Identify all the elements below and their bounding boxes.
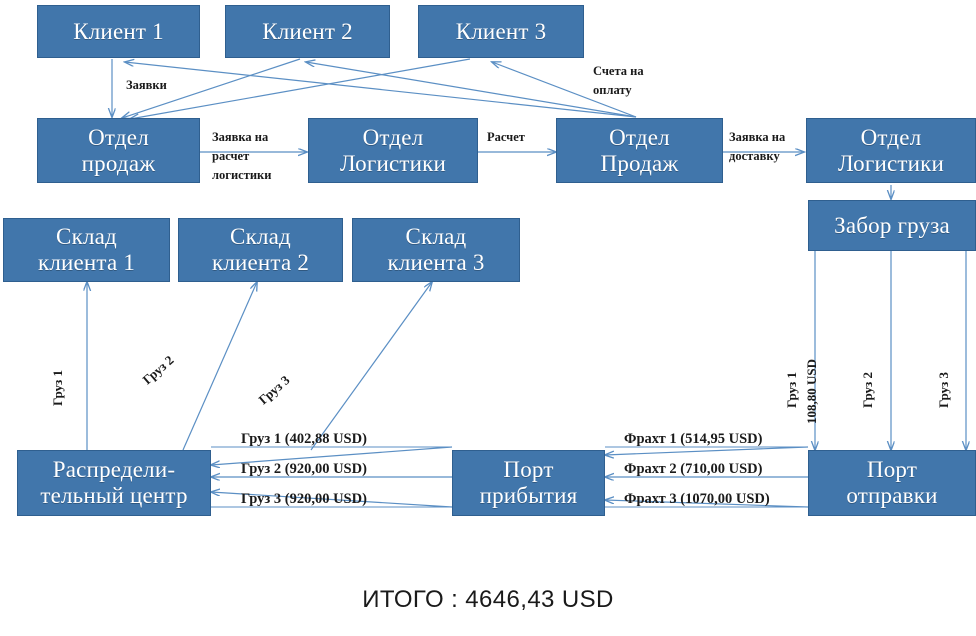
pickup-box[interactable]: Забор груза <box>808 200 976 251</box>
warehouse-label-2: Склад клиента 2 <box>211 224 310 275</box>
port-arrival-label: Порт прибытия <box>479 457 578 508</box>
department-label-logistics-1: Отдел Логистики <box>339 124 447 176</box>
port-arrival-box[interactable]: Порт прибытия <box>452 450 605 516</box>
flow-label-delivery-request: Заявка на доставку <box>729 130 786 163</box>
warehouse-box-1[interactable]: Склад клиента 1 <box>3 218 170 282</box>
port-departure-box[interactable]: Порт отправки <box>808 450 976 516</box>
flow-label-logistics-request: Заявка на расчет логистики <box>212 130 272 182</box>
freight-cost-label-1: Фрахт 1 (514,95 USD) <box>624 431 763 447</box>
warehouse-box-2[interactable]: Склад клиента 2 <box>178 218 343 282</box>
freight-cost-label-2: Фрахт 2 (710,00 USD) <box>624 461 763 477</box>
warehouse-box-3[interactable]: Склад клиента 3 <box>352 218 520 282</box>
department-label-logistics-2: Отдел Логистики <box>837 124 945 176</box>
client-label-2: Клиент 2 <box>262 18 353 44</box>
department-label-sales-2: Отдел Продаж <box>600 124 679 176</box>
port-departure-label: Порт отправки <box>846 457 938 508</box>
freight-cost-label-3: Фрахт 3 (1070,00 USD) <box>624 491 770 507</box>
client-box-1[interactable]: Клиент 1 <box>37 5 200 58</box>
pickup-leg-label-3: Груз 3 <box>936 372 951 408</box>
client-label-1: Клиент 1 <box>73 18 164 44</box>
client-label-3: Клиент 3 <box>455 18 547 44</box>
distribution-center-label: Распредели- тельный центр <box>40 457 188 508</box>
department-box-logistics-1[interactable]: Отдел Логистики <box>308 118 478 183</box>
flow-label-calculation: Расчет <box>487 130 525 144</box>
pickup-leg-label-2: Груз 2 <box>860 372 875 408</box>
flow-label-requests: Заявки <box>126 78 167 92</box>
department-box-sales-2[interactable]: Отдел Продаж <box>556 118 723 183</box>
total-amount-label: ИТОГО : 4646,43 USD <box>362 586 614 613</box>
pickup-leg-label-1: Груз 1 <box>784 372 799 408</box>
department-box-logistics-2[interactable]: Отдел Логистики <box>806 118 976 183</box>
cargo-cost-label-2: Груз 2 (920,00 USD) <box>241 461 367 477</box>
warehouse-label-3: Склад клиента 3 <box>387 224 485 275</box>
pickup-label: Забор груза <box>834 212 950 238</box>
pickup-leg-cost: 108,80 USD <box>804 358 819 424</box>
department-label-sales-1: Отдел продаж <box>81 124 156 176</box>
client-box-3[interactable]: Клиент 3 <box>418 5 584 58</box>
cargo-leg-label-1: Груз 1 <box>50 370 65 406</box>
client-box-2[interactable]: Клиент 2 <box>225 5 390 58</box>
distribution-center-box[interactable]: Распредели- тельный центр <box>17 450 211 516</box>
flow-label-invoices: Счета на оплату <box>593 64 644 97</box>
department-box-sales-1[interactable]: Отдел продаж <box>37 118 200 183</box>
warehouse-label-1: Склад клиента 1 <box>37 224 136 275</box>
cargo-cost-label-3: Груз 3 (920,00 USD) <box>241 491 367 507</box>
cargo-leg-label-3: Груз 3 <box>255 372 293 408</box>
cargo-cost-label-1: Груз 1 (402,88 USD) <box>241 431 367 447</box>
cargo-leg-label-2: Груз 2 <box>139 352 177 388</box>
